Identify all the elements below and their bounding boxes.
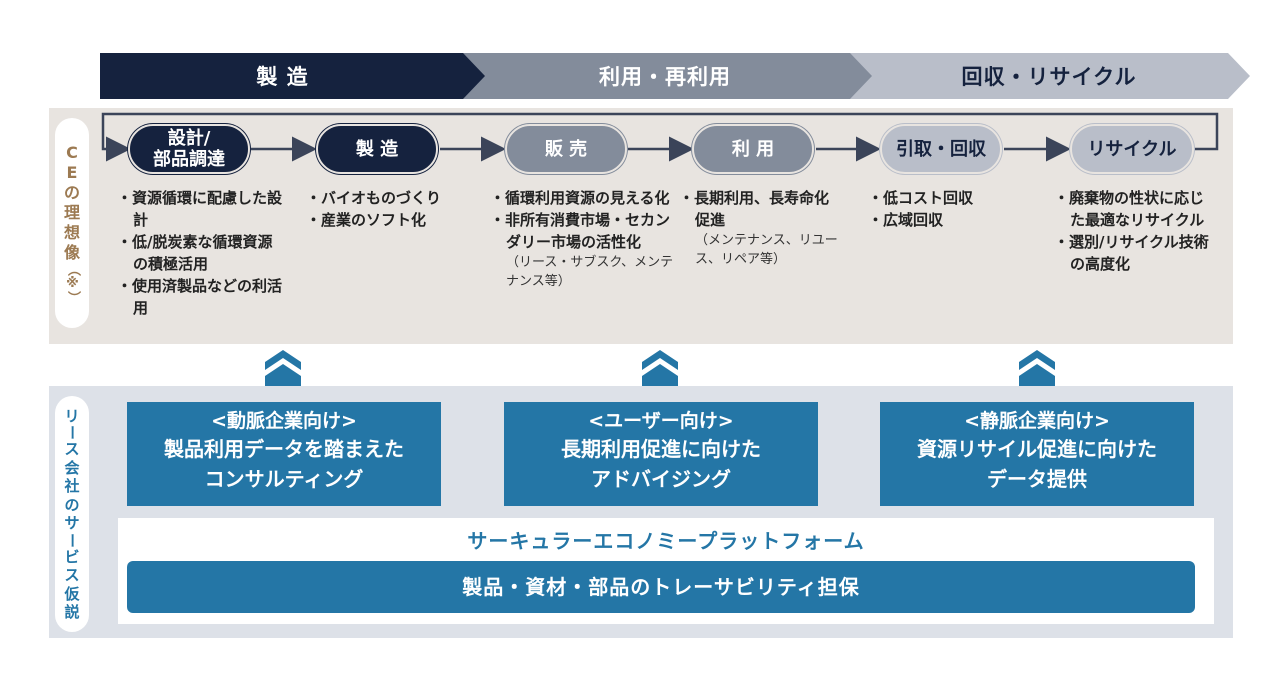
- step-recycling: リサイクル: [1070, 124, 1194, 174]
- loop-line: [101, 112, 1219, 162]
- lease-services-label: リ ー ス 会 社 の サ ー ビ ス 仮 説: [55, 396, 89, 632]
- step-use: 利 用: [692, 124, 814, 174]
- desc-use: ・長期利用、長寿命化促進 （メンテナンス、リユース、リペア等）: [679, 189, 838, 267]
- phase-arrow-use: [461, 53, 872, 99]
- platform-title: サーキュラーエコノミープラットフォーム: [467, 529, 865, 553]
- phase-label-use: 利用・再利用: [599, 65, 731, 89]
- desc-design: ・資源循環に配慮した設計 ・低/脱炭素な循環資源の積極活用 ・使用済製品などの利…: [117, 189, 283, 317]
- desc-manufacturing: ・バイオものづくり ・産業のソフト化: [306, 189, 442, 229]
- phase-label-manufacturing: 製 造: [256, 65, 309, 89]
- flow-connectors: [101, 112, 1219, 162]
- phase-arrows: [100, 53, 1250, 99]
- service-box-user: <ユーザー向け> 長期利用促進に向けた アドバイジング: [504, 402, 818, 506]
- desc-recycling: ・廃棄物の性状に応じた最適なリサイクル ・選別/リサイクル技術の高度化: [1054, 189, 1209, 273]
- service-box-arterial: <動脈企業向け> 製品利用データを踏まえた コンサルティング: [127, 402, 441, 506]
- step-collection: 引取・回収: [880, 124, 1002, 174]
- phase-arrow-recovery: [848, 53, 1250, 99]
- desc-sales: ・循環利用資源の見える化 ・非所有消費市場・セカンダリー市場の活性化 （リース・…: [490, 189, 674, 289]
- step-design-procurement: 設計/ 部品調達: [128, 124, 250, 174]
- phase-label-recovery: 回収・リサイクル: [961, 65, 1137, 89]
- ce-vision-label: C E の 理 想 像 （※）: [55, 118, 89, 328]
- service-box-venous: <静脈企業向け> 資源リサイル促進に向けた データ提供: [880, 402, 1194, 506]
- phase-arrow-manufacturing: [100, 53, 485, 99]
- step-manufacturing: 製 造: [316, 124, 438, 174]
- desc-collection: ・低コスト回収 ・広域回収: [868, 189, 974, 229]
- step-sales: 販 売: [505, 124, 627, 174]
- platform-bar: 製品・資材・部品のトレーサビリティ担保: [127, 561, 1195, 613]
